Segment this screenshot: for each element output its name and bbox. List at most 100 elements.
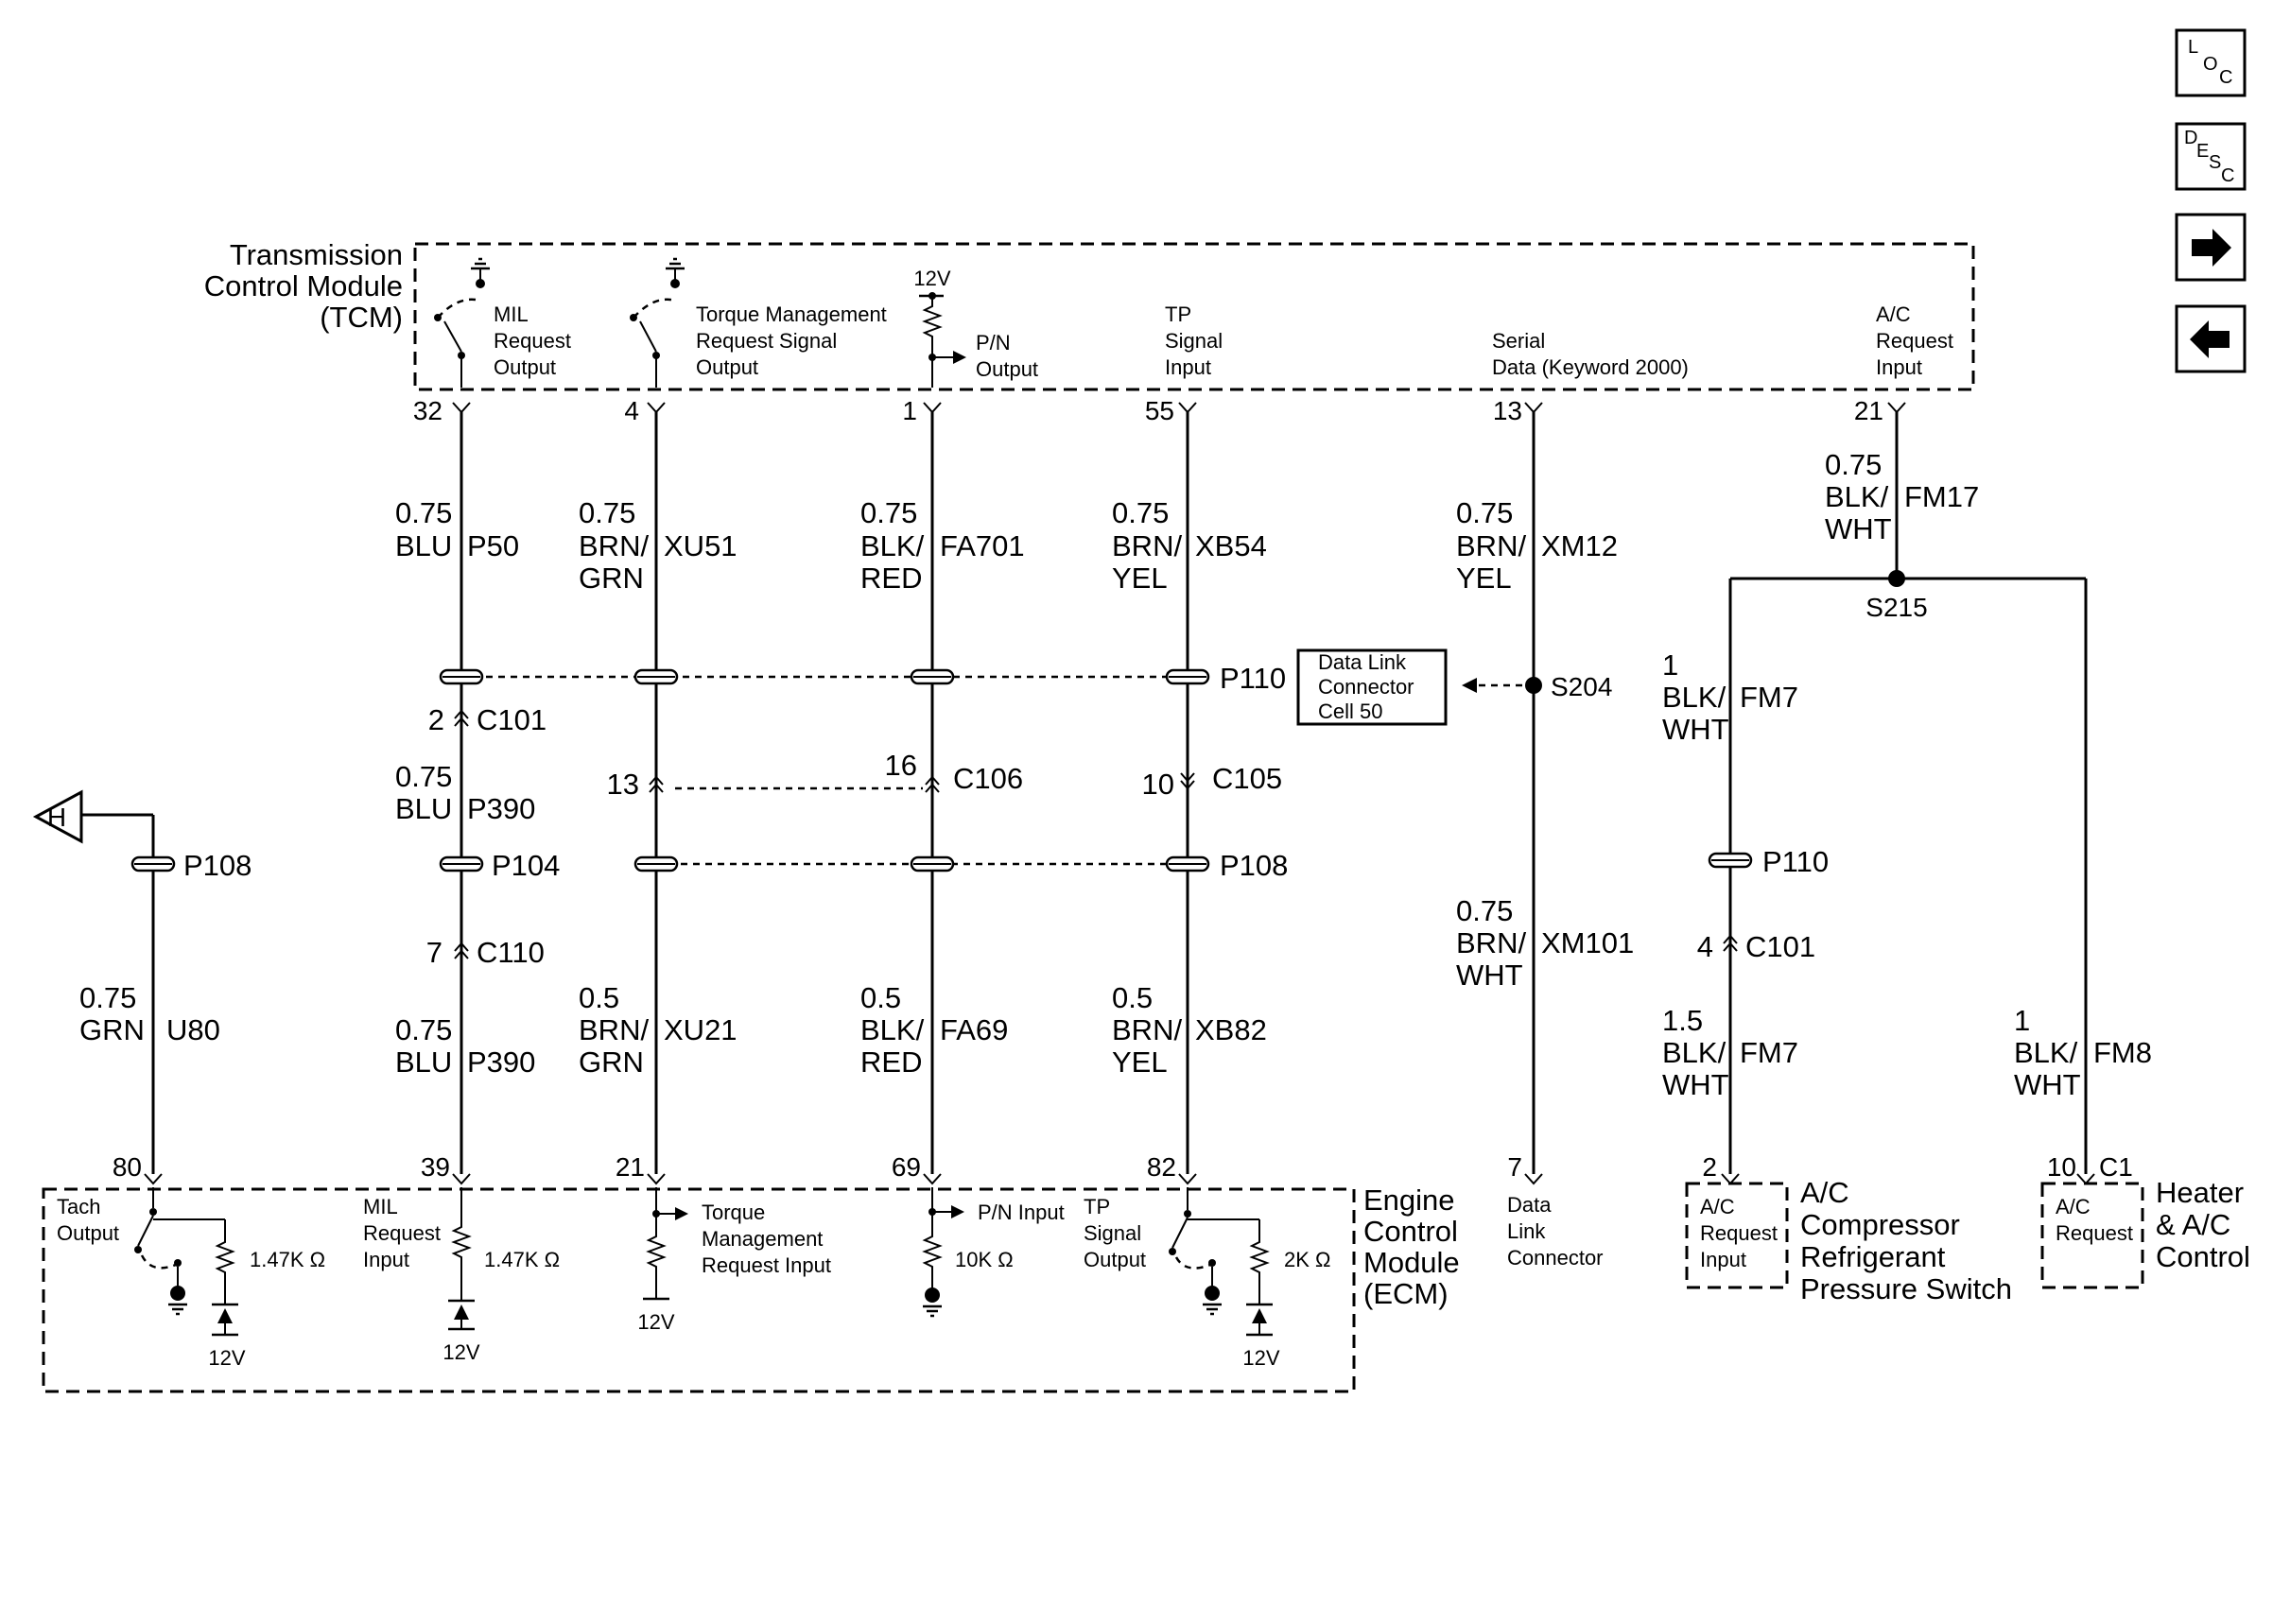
svg-text:Input: Input xyxy=(1876,355,1922,379)
svg-text:Cell 50: Cell 50 xyxy=(1318,700,1382,723)
ecm-torque-circuit: 12V Torque Management Request Input xyxy=(637,1187,831,1334)
svg-text:P390: P390 xyxy=(467,1045,535,1079)
offpage-connector-h[interactable]: H xyxy=(32,789,83,844)
svg-text:Output: Output xyxy=(976,357,1038,381)
svg-text:10K Ω: 10K Ω xyxy=(955,1248,1014,1271)
svg-text:C110: C110 xyxy=(477,936,545,969)
svg-text:WHT: WHT xyxy=(1662,1068,1729,1101)
svg-text:GRN: GRN xyxy=(579,1045,644,1079)
svg-text:Control: Control xyxy=(1363,1215,1458,1248)
svg-text:Signal: Signal xyxy=(1084,1221,1141,1245)
splice-s215: S215 xyxy=(1865,570,1928,622)
svg-text:WHT: WHT xyxy=(1456,959,1523,992)
svg-text:GRN: GRN xyxy=(579,561,644,595)
tcm-torque-switch: Torque Management Request Signal Output xyxy=(630,257,887,388)
svg-text:12V: 12V xyxy=(1242,1346,1279,1370)
svg-text:MIL: MIL xyxy=(363,1195,398,1218)
svg-text:S215: S215 xyxy=(1865,593,1927,622)
svg-text:RED: RED xyxy=(860,1045,922,1079)
svg-text:21: 21 xyxy=(1854,396,1883,425)
svg-text:WHT: WHT xyxy=(2014,1068,2081,1101)
svg-text:1.5: 1.5 xyxy=(1662,1004,1703,1037)
svg-text:Output: Output xyxy=(57,1221,119,1245)
tcm-ac-label: A/C Request Input xyxy=(1876,302,1953,379)
previous-page-button[interactable] xyxy=(2175,304,2247,373)
svg-text:BLK/: BLK/ xyxy=(1662,1036,1726,1069)
svg-text:YEL: YEL xyxy=(1112,1045,1168,1079)
svg-text:WHT: WHT xyxy=(1662,713,1729,746)
svg-text:P108: P108 xyxy=(183,849,252,882)
svg-text:0.75: 0.75 xyxy=(860,496,917,529)
svg-text:Data Link: Data Link xyxy=(1318,650,1407,674)
svg-text:BLK/: BLK/ xyxy=(1662,681,1726,714)
svg-text:Refrigerant: Refrigerant xyxy=(1800,1240,1946,1273)
svg-text:Request Signal: Request Signal xyxy=(696,329,837,353)
svg-text:TP: TP xyxy=(1165,302,1191,326)
svg-text:4: 4 xyxy=(624,396,639,425)
wires xyxy=(81,412,2088,1174)
connector-p110-a: P110 xyxy=(439,662,1286,695)
svg-text:1.47K Ω: 1.47K Ω xyxy=(484,1248,560,1271)
svg-text:P108: P108 xyxy=(1220,849,1288,882)
svg-text:2: 2 xyxy=(1702,1152,1717,1182)
svg-text:10: 10 xyxy=(2047,1152,2076,1182)
svg-text:BLU: BLU xyxy=(395,1045,452,1079)
svg-text:1: 1 xyxy=(2014,1004,2030,1037)
svg-text:XB54: XB54 xyxy=(1195,529,1267,562)
svg-text:XM12: XM12 xyxy=(1541,529,1618,562)
svg-text:BRN/: BRN/ xyxy=(1456,926,1526,959)
tcm-serial-label: Serial Data (Keyword 2000) xyxy=(1492,329,1689,379)
lower-wire-labels: 0.75 GRN U80 0.75 BLU P390 0.5 BRN/ GRN … xyxy=(79,981,2152,1101)
svg-text:2: 2 xyxy=(428,703,444,736)
dlc-cell-box[interactable]: Data Link Connector Cell 50 xyxy=(1296,648,1448,726)
svg-text:C: C xyxy=(2219,67,2232,88)
svg-text:XM101: XM101 xyxy=(1541,926,1634,959)
svg-text:S: S xyxy=(2209,152,2221,173)
svg-text:Request: Request xyxy=(2056,1221,2133,1245)
svg-text:0.75: 0.75 xyxy=(1456,496,1513,529)
svg-text:Request: Request xyxy=(494,329,571,353)
svg-text:0.75: 0.75 xyxy=(79,981,136,1014)
svg-text:21: 21 xyxy=(616,1152,645,1182)
svg-text:39: 39 xyxy=(421,1152,450,1182)
svg-text:& A/C: & A/C xyxy=(2156,1208,2230,1241)
svg-text:0.75: 0.75 xyxy=(1825,448,1882,481)
svg-text:Input: Input xyxy=(1700,1248,1746,1271)
connector-c101-b: 4 C101 xyxy=(1697,930,1815,963)
svg-text:BRN/: BRN/ xyxy=(579,1013,649,1046)
svg-text:(TCM): (TCM) xyxy=(320,301,403,334)
next-page-button[interactable] xyxy=(2175,213,2247,282)
svg-text:FA69: FA69 xyxy=(940,1013,1008,1046)
svg-text:Management: Management xyxy=(702,1227,823,1251)
svg-text:Control Module: Control Module xyxy=(204,269,403,302)
splice-s204: S204 xyxy=(1462,672,1612,701)
svg-text:BRN/: BRN/ xyxy=(1456,529,1526,562)
desc-button[interactable]: D E S C xyxy=(2175,122,2247,191)
arrow-left-icon xyxy=(2190,320,2230,358)
svg-text:Torque: Torque xyxy=(702,1201,765,1224)
tcm-mil-switch: MIL Request Output xyxy=(434,257,571,388)
svg-text:Tach: Tach xyxy=(57,1195,100,1218)
loc-button[interactable]: L O C xyxy=(2175,28,2247,97)
svg-text:YEL: YEL xyxy=(1112,561,1168,595)
svg-text:H: H xyxy=(47,803,66,832)
svg-text:12V: 12V xyxy=(208,1346,245,1370)
svg-text:Signal: Signal xyxy=(1165,329,1223,353)
svg-text:Input: Input xyxy=(1165,355,1211,379)
svg-text:0.5: 0.5 xyxy=(1112,981,1153,1014)
svg-text:0.75: 0.75 xyxy=(395,1013,452,1046)
svg-text:32: 32 xyxy=(413,396,442,425)
svg-text:BRN/: BRN/ xyxy=(1112,529,1182,562)
svg-text:MIL: MIL xyxy=(494,302,529,326)
hvac-control: A/C Request Heater & A/C Control xyxy=(2040,1176,2250,1289)
svg-text:0.75: 0.75 xyxy=(1456,894,1513,927)
svg-text:Torque Management: Torque Management xyxy=(696,302,887,326)
svg-text:FA701: FA701 xyxy=(940,529,1025,562)
dlc-component: Data Link Connector xyxy=(1507,1193,1604,1270)
svg-text:Request: Request xyxy=(363,1221,441,1245)
connector-c110: 7 C110 xyxy=(426,936,545,969)
svg-text:82: 82 xyxy=(1147,1152,1176,1182)
svg-text:P390: P390 xyxy=(467,792,535,825)
svg-text:Control: Control xyxy=(2156,1240,2250,1273)
